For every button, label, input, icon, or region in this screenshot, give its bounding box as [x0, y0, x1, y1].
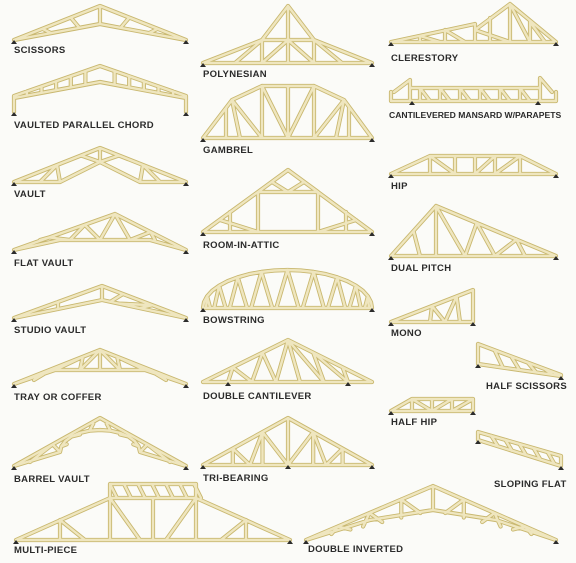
bearing-marker: [183, 250, 189, 254]
bearing-marker: [13, 540, 19, 544]
bearing-marker: [183, 112, 189, 116]
truss-half-scissors: [475, 341, 564, 380]
bearing-marker: [11, 384, 17, 388]
bearing-marker: [200, 308, 206, 312]
bearing-marker: [11, 466, 17, 470]
truss-scissors: [11, 3, 189, 44]
bearing-marker: [11, 112, 17, 116]
bearing-marker: [11, 40, 17, 44]
truss-double-inverted: [303, 483, 559, 544]
truss-sloping-flat: [475, 429, 564, 470]
truss-barrel-vault: [11, 415, 189, 470]
label-tray-or-coffer: TRAY OR COFFER: [14, 392, 102, 403]
bearing-marker: [200, 138, 206, 142]
bearing-marker: [200, 465, 206, 469]
truss-room-in-attic: [200, 167, 375, 236]
bearing-marker: [388, 256, 394, 260]
bearing-marker: [11, 318, 17, 322]
bearing-marker: [285, 465, 291, 469]
bearing-marker: [225, 382, 231, 386]
truss-studio-vault: [11, 283, 189, 322]
label-multi-piece: MULTI-PIECE: [14, 545, 78, 556]
bearing-marker: [183, 466, 189, 470]
bearing-marker: [183, 318, 189, 322]
label-mono: MONO: [391, 328, 422, 339]
label-gambrel: GAMBREL: [203, 145, 254, 156]
label-polynesian: POLYNESIAN: [203, 69, 267, 80]
label-clerestory: CLERESTORY: [391, 53, 459, 64]
truss-gambrel: [200, 83, 375, 142]
truss-tray-or-coffer: [11, 347, 189, 388]
label-cantilevered-mansard: CANTILEVERED MANSARD W/PARAPETS: [389, 110, 562, 120]
truss-cantilevered-mansard: [388, 75, 559, 105]
bearing-marker: [475, 440, 481, 444]
truss-bowstring: [200, 267, 375, 312]
bearing-marker: [388, 411, 394, 415]
truss-clerestory: [388, 1, 559, 46]
truss-vaulted-parallel-chord: [11, 63, 189, 116]
label-half-scissors: HALF SCISSORS: [486, 381, 567, 392]
label-room-in-attic: ROOM-IN-ATTIC: [203, 240, 280, 251]
truss-dual-pitch: [388, 203, 559, 260]
bearing-marker: [535, 101, 541, 105]
bearing-marker: [369, 465, 375, 469]
bearing-marker: [388, 174, 394, 178]
truss-vault: [11, 145, 189, 186]
truss-mono: [388, 287, 476, 326]
bearing-marker: [183, 40, 189, 44]
label-double-cantilever: DOUBLE CANTILEVER: [203, 391, 312, 402]
bearing-marker: [388, 42, 394, 46]
label-double-inverted: DOUBLE INVERTED: [308, 544, 404, 555]
truss-flat-vault: [11, 211, 189, 254]
truss-multi-piece: [13, 481, 293, 544]
bearing-marker: [409, 101, 415, 105]
bearing-marker: [553, 256, 559, 260]
label-vaulted-parallel-chord: VAULTED PARALLEL CHORD: [14, 120, 154, 131]
bearing-marker: [553, 42, 559, 46]
truss-polynesian: [200, 3, 375, 67]
label-studio-vault: STUDIO VAULT: [14, 325, 87, 336]
bearing-marker: [200, 63, 206, 67]
truss-hip: [388, 153, 559, 178]
label-hip: HIP: [391, 181, 408, 192]
bearing-marker: [369, 138, 375, 142]
bearing-marker: [553, 540, 559, 544]
bearing-marker: [470, 411, 476, 415]
label-dual-pitch: DUAL PITCH: [391, 263, 452, 274]
bearing-marker: [369, 308, 375, 312]
bearing-marker: [345, 382, 351, 386]
bearing-marker: [369, 63, 375, 67]
bearing-marker: [183, 182, 189, 186]
bearing-marker: [475, 364, 481, 368]
bearing-marker: [553, 174, 559, 178]
label-sloping-flat: SLOPING FLAT: [494, 479, 567, 490]
label-vault: VAULT: [14, 189, 46, 200]
label-half-hip: HALF HIP: [391, 417, 438, 428]
label-flat-vault: FLAT VAULT: [14, 258, 74, 269]
bearing-marker: [287, 540, 293, 544]
bearing-marker: [470, 322, 476, 326]
truss-half-hip: [388, 396, 476, 415]
label-barrel-vault: BARREL VAULT: [14, 474, 90, 485]
bearing-marker: [11, 182, 17, 186]
bearing-marker: [558, 466, 564, 470]
label-scissors: SCISSORS: [14, 45, 66, 56]
truss-tri-bearing: [200, 415, 375, 469]
bearing-marker: [369, 232, 375, 236]
bearing-marker: [303, 540, 309, 544]
bearing-marker: [558, 376, 564, 380]
label-tri-bearing: TRI-BEARING: [203, 473, 269, 484]
bearing-marker: [11, 250, 17, 254]
bearing-marker: [388, 322, 394, 326]
bearing-marker: [200, 232, 206, 236]
label-bowstring: BOWSTRING: [203, 315, 265, 326]
truss-double-cantilever: [200, 337, 375, 386]
bearing-marker: [183, 384, 189, 388]
